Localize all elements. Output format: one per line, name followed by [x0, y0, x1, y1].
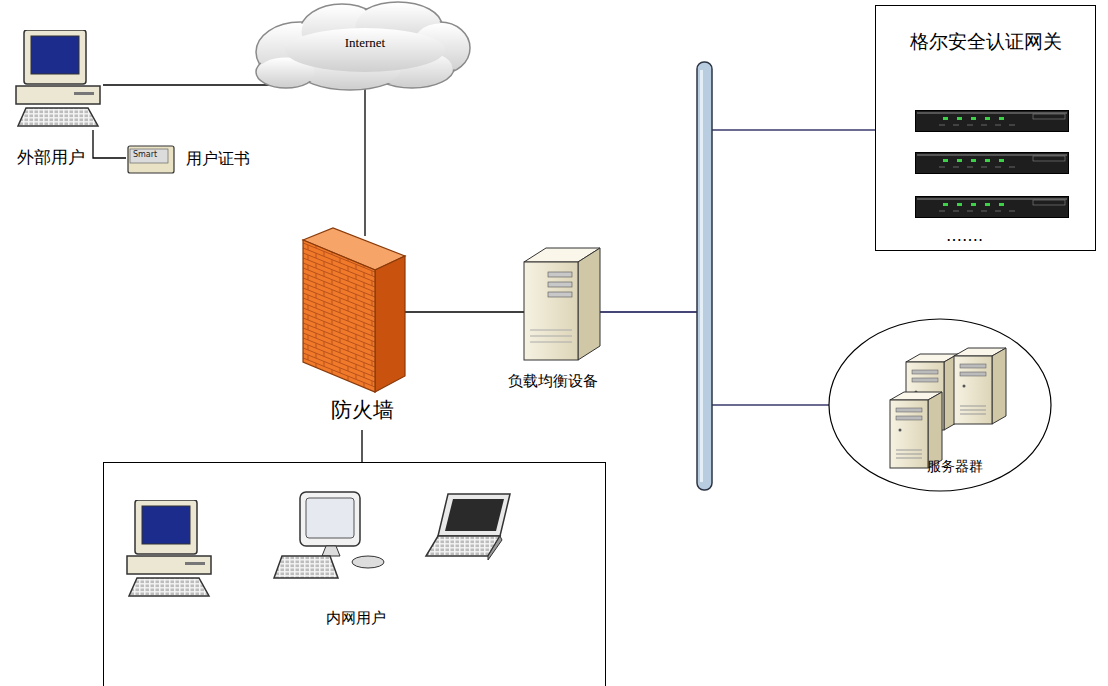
firewall-icon: [303, 228, 405, 392]
node-label: 服务器群: [927, 458, 983, 475]
server-icon: [954, 348, 1006, 424]
connector-line: [364, 88, 365, 236]
server-cluster: 服务器群: [828, 318, 1052, 492]
internet-cloud: Internet: [250, 3, 470, 92]
desktop-icon: [16, 30, 100, 126]
user-certificate: Smart 用户证书: [126, 143, 258, 176]
load-balancer: 负载均衡设备: [500, 242, 610, 396]
node-label: 格尔安全认证网关: [910, 30, 1062, 53]
connector-line: [93, 130, 126, 158]
cloud-shape: [256, 2, 470, 90]
intranet-group: 内网用户: [103, 462, 606, 686]
node-label: 外部用户: [17, 147, 85, 167]
bus-bar: [697, 62, 712, 490]
load-balancer-icon: [524, 248, 600, 360]
node-label: 用户证书: [186, 149, 250, 168]
connector-line: [600, 130, 875, 312]
card-brand: Smart: [133, 150, 157, 160]
gateway-group: 格尔安全认证网关: [875, 5, 1096, 251]
connector-line: [361, 430, 362, 462]
monitor-icon: [274, 492, 384, 578]
connector-line: [103, 84, 274, 85]
node-label: 防火墙: [331, 398, 394, 423]
desktop-icon: [127, 500, 211, 596]
smart-card-icon: [128, 146, 174, 173]
connector-line: [404, 311, 524, 312]
server-icon: [890, 392, 942, 468]
node-label: 负载均衡设备: [508, 372, 598, 390]
connector-line: [600, 312, 829, 405]
firewall: 防火墙: [298, 226, 412, 430]
gateway-device: [916, 111, 1069, 132]
laptop-icon: [426, 494, 510, 560]
node-label: 内网用户: [326, 609, 386, 627]
ellipsis-note: …….: [946, 226, 983, 245]
gateway-device: [916, 153, 1069, 174]
user-pc: 外部用户: [8, 30, 112, 170]
gateway-device: [916, 197, 1069, 218]
node-label: Internet: [345, 35, 385, 51]
